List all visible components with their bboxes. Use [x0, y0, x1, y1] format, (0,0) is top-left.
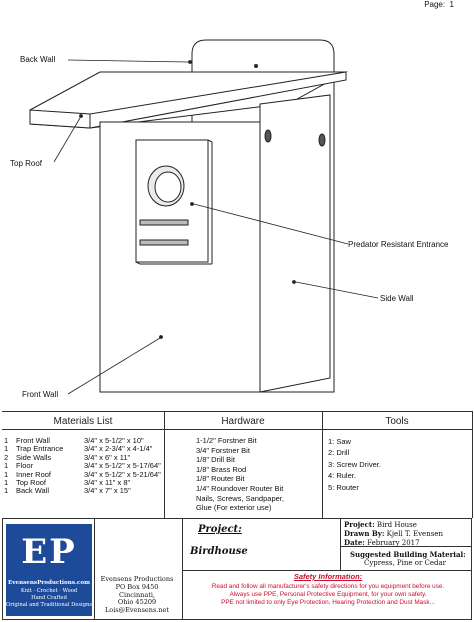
list-item: Side Walls [16, 452, 52, 462]
logo-letters: EP [21, 532, 77, 572]
page-number: Page: 1 [424, 0, 454, 9]
project-label: Project: [198, 524, 242, 535]
list-item: 1: Saw [328, 437, 351, 446]
materials-title: Materials List [53, 416, 113, 427]
list-item: 1-1/2" Forstner Bit [196, 436, 257, 445]
logo-line2: Hand Crafted [31, 595, 67, 601]
hardware-list: 1-1/2" Forstner Bit 3/4" Forstner Bit 1/… [196, 436, 284, 513]
safety-line3: PPE not limited to only Eye Protection, … [221, 599, 435, 606]
hardware-title: Hardware [221, 416, 265, 427]
safety-title: Safety Information: [293, 572, 363, 581]
list-item: Nails, Screws, Sandpaper, [196, 493, 284, 503]
list-item: 3/4" x 11" x 8" [84, 478, 131, 487]
list-item: 3/4" x 6" x 11" [84, 452, 131, 462]
list-item: 3/4" x 5-1/2" x 5-17/64" [84, 461, 161, 471]
project-line: Project: Bird House [344, 520, 417, 529]
list-item: 3/4" x 7" x 15" [84, 486, 131, 496]
list-item: 1/8" Brass Rod [196, 464, 247, 474]
list-item: 1 [4, 461, 9, 471]
list-item: Inner Roof [16, 469, 52, 479]
list-item: 3/4" Forstner Bit [196, 445, 250, 455]
material-value: Cypress, Pine or Cedar [364, 559, 447, 567]
title-block [2, 518, 472, 620]
list-item: 1 [4, 436, 9, 445]
tools-list: 1: Saw 2: Drill 3: Screw Driver. 4: Rule… [328, 436, 381, 493]
vent-hole-2 [318, 133, 326, 147]
list-item: 3/4" x 5-1/2" x 5-21/64" [84, 469, 161, 479]
list-item: 2 [4, 452, 9, 462]
list-item: 1/4" Roundover Router Bit [196, 483, 284, 493]
list-item: Top Roof [16, 478, 47, 487]
logo: EP EvensensProductions.com Knit · Croche… [6, 524, 92, 616]
project-name: Birdhouse [190, 546, 248, 557]
drawn-by-line: Drawn By: Kjell T. Evensen [344, 529, 443, 538]
callout-front-wall: Front Wall [22, 390, 59, 399]
brass-rod-slot-2 [139, 239, 189, 246]
list-item: 1 [4, 478, 9, 487]
list-item: 2: Drill [328, 448, 350, 458]
roof-side-edge [89, 71, 347, 129]
list-item: 4: Ruler. [328, 471, 356, 481]
list-item: 5: Router [328, 482, 359, 492]
address-block: Evensens Productions PO Box 9450 Cincinn… [100, 575, 174, 615]
list-item: 3: Screw Driver. [328, 459, 381, 469]
back-wall-hole [254, 64, 258, 68]
material-label: Suggested Building Material: [350, 550, 466, 559]
list-item: Trap Entrance [16, 444, 64, 454]
callout-back-wall: Back Wall [20, 55, 56, 64]
list-item: Floor [16, 461, 34, 471]
callout-top-roof: Top Roof [10, 159, 43, 168]
list-item: 1 [4, 469, 9, 479]
list-item: Back Wall [16, 486, 50, 496]
tools-title: Tools [385, 416, 409, 427]
callout-predator-entrance: Predator Resistant Entrance [348, 240, 449, 249]
list-item: Front Wall [16, 436, 50, 445]
birdhouse-drawing [29, 39, 379, 395]
safety-line2: Always use PPE, Personal Protective Equi… [229, 591, 427, 598]
vent-hole-1 [264, 129, 272, 143]
list-item: 3/4" x 2-3/4" x 4-1/4" [84, 444, 153, 454]
date-line: Date: February 2017 [344, 538, 420, 547]
list-item: 1 [4, 444, 9, 454]
side-wall-shape [259, 94, 331, 393]
logo-site: EvensensProductions.com [8, 580, 90, 586]
list-item: 1/8" Drill Bit [196, 455, 235, 465]
callout-side-wall: Side Wall [380, 294, 414, 303]
list-item: 1/8" Router Bit [196, 474, 245, 484]
list-item: 3/4" x 5-1/2" x 10" [84, 436, 144, 445]
logo-line3: Original and Traditional Designs [6, 602, 92, 608]
list-item: 1 [4, 486, 9, 496]
safety-line1: Read and follow all manufacturer's safet… [211, 583, 445, 590]
logo-line1: Knit · Crochet · Wood [20, 588, 78, 594]
brass-rod-slot-1 [139, 219, 189, 226]
list-item: Glue (For exterior use) [196, 503, 272, 513]
